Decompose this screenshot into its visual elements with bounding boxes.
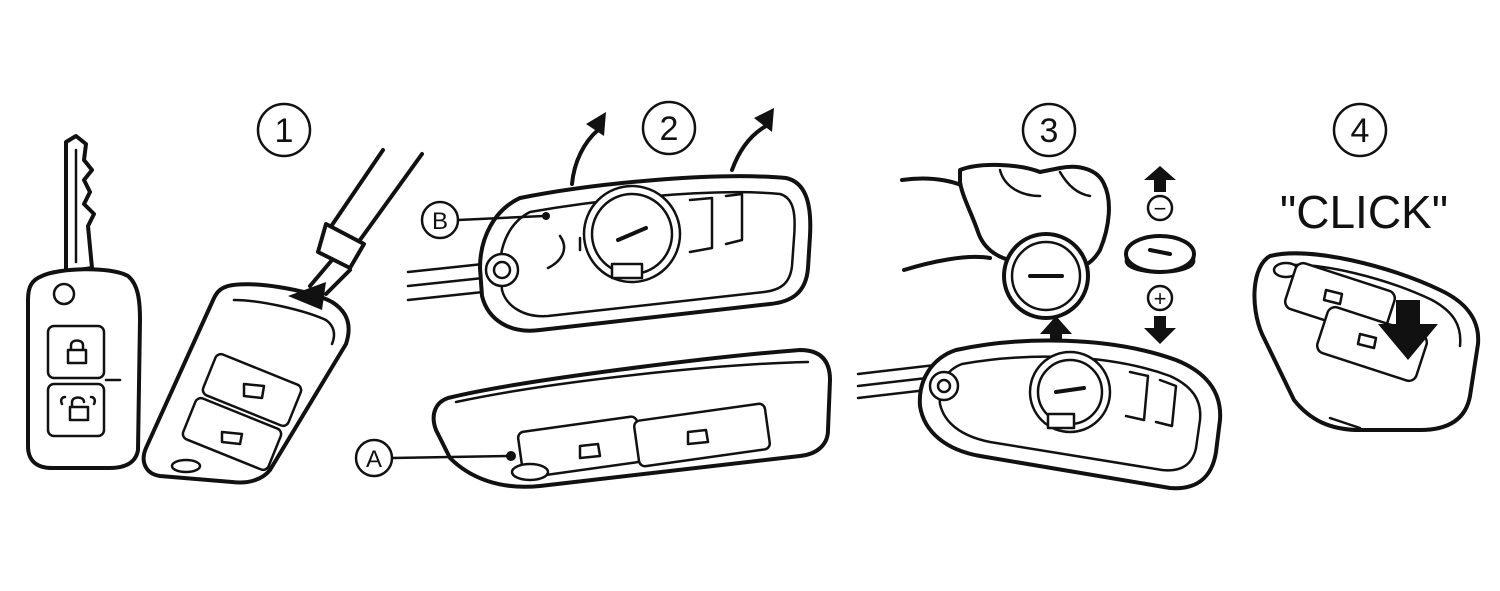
step-3-marker: 3 bbox=[1021, 102, 1077, 158]
step-4-marker: 4 bbox=[1332, 102, 1388, 158]
arrow-up-icon bbox=[1144, 166, 1176, 192]
step-4-number: 4 bbox=[1351, 112, 1370, 150]
press-arrow-icon bbox=[1378, 300, 1438, 360]
insert-arrow-icon bbox=[288, 282, 326, 310]
step-3-number: 3 bbox=[1040, 112, 1059, 150]
lift-arrow-icon bbox=[570, 108, 774, 186]
step-2-marker: 2 bbox=[641, 100, 697, 156]
open-fob-lower-half bbox=[431, 348, 832, 489]
fingers-holding-battery bbox=[900, 162, 1111, 320]
open-fob-step3 bbox=[856, 338, 1223, 491]
battery-polarity-indicator: − + bbox=[1124, 166, 1196, 344]
callout-b-label: B bbox=[432, 208, 448, 235]
padlock-icon bbox=[66, 339, 88, 365]
step-2-number: 2 bbox=[660, 110, 679, 148]
step-1-marker: 1 bbox=[256, 102, 312, 158]
plus-sign: + bbox=[1154, 286, 1167, 311]
key-fob-step1 bbox=[141, 282, 351, 485]
step-1-number: 1 bbox=[275, 112, 294, 150]
callout-a-label: A bbox=[366, 446, 382, 473]
screwdriver-icon bbox=[308, 148, 424, 296]
key-fob-with-blade bbox=[26, 134, 142, 470]
click-text: "CLICK" bbox=[1280, 186, 1448, 238]
closed-fob-step4 bbox=[1252, 251, 1481, 432]
open-fob-upper-half bbox=[406, 174, 813, 333]
minus-sign: − bbox=[1154, 196, 1167, 221]
callout-a: A bbox=[354, 438, 510, 478]
callout-b: B bbox=[420, 200, 550, 240]
unlock-icon bbox=[59, 395, 97, 422]
arrow-down-icon bbox=[1144, 316, 1176, 344]
